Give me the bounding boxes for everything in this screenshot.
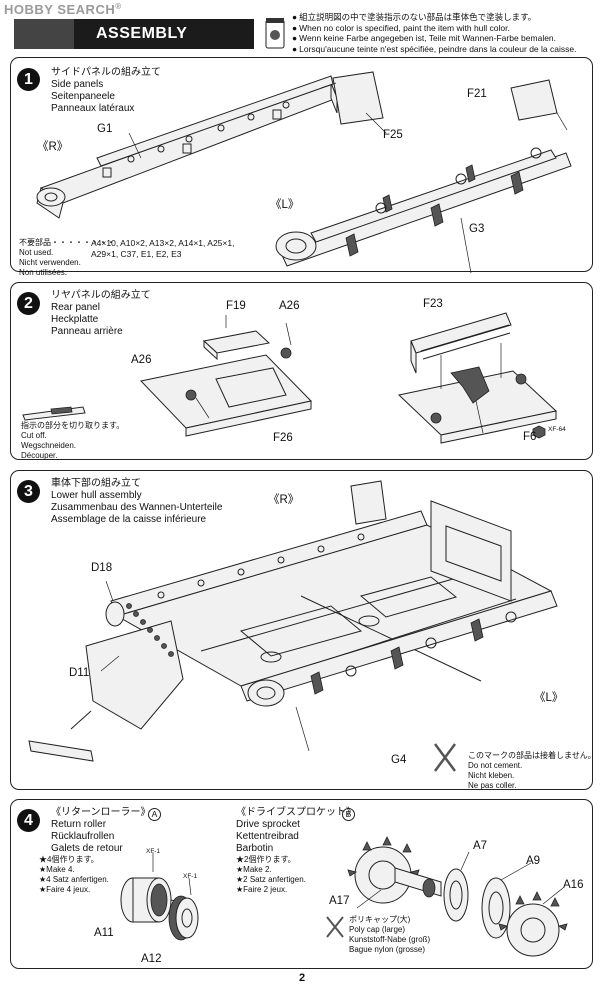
step-number: 4: [17, 809, 40, 832]
note-line: When no color is specified, paint the it…: [292, 23, 576, 34]
step-number: 2: [17, 292, 40, 315]
part-label-a12: A12: [141, 953, 162, 965]
paint-code-label: XF-1: [146, 848, 161, 855]
banner-stripe: [14, 19, 74, 49]
part-label-g1: G1: [97, 123, 113, 135]
part-label-a26: A26: [279, 300, 300, 312]
note-line: 組立説明図の中で塗装指示のない部品は車体色で塗装します。: [292, 12, 576, 23]
part-label-a7: A7: [473, 840, 488, 852]
part-label-d18: D18: [91, 562, 113, 574]
part-label-a11: A11: [94, 927, 114, 939]
side-panels-diagram: [36, 71, 572, 274]
paint-code-label: XF-64: [548, 426, 566, 433]
part-label-a16: A16: [563, 879, 584, 891]
wheels-diagram: [120, 836, 568, 957]
page-title: ASSEMBLY: [96, 25, 188, 42]
part-label-a9: A9: [526, 855, 541, 867]
note-line: Lorsqu'aucune teinte n'est spécifiée, pe…: [292, 44, 576, 55]
assembly-banner: ASSEMBLY: [14, 19, 254, 49]
page-number: 2: [298, 972, 306, 984]
hull-color-note: 組立説明図の中で塗装指示のない部品は車体色で塗装します。 When no col…: [292, 12, 576, 54]
left-side-label: 《L》: [534, 692, 564, 704]
no-cement-mark: [433, 743, 457, 772]
part-label-f19: F19: [226, 300, 246, 312]
lower-hull-diagram: [28, 480, 558, 772]
paint-can-icon: [265, 18, 285, 49]
part-label-d11: D11: [69, 667, 90, 679]
note-line: Wenn keine Farbe angegeben ist, Teile mi…: [292, 33, 576, 44]
drive-sprocket-title: 《ドライブスプロケット》Drive sprocket Kettentreibra…: [236, 807, 356, 854]
part-label-f6: F6: [523, 431, 537, 443]
not-used-parts: A4×10, A10×2, A13×2, A14×1, A25×1, A29×1…: [91, 238, 235, 259]
not-used-note: 不要部品・・・・・・・・ Not used. Nicht verwenden. …: [19, 238, 115, 277]
cut-off-note: 指示の部分を切り取ります。Cut off. Wegschneiden.Décou…: [21, 421, 125, 460]
part-label-f26: F26: [273, 432, 293, 444]
watermark-mark: ®: [115, 2, 122, 11]
watermark: HOBBY SEARCH®: [4, 2, 122, 17]
part-label-a17: A17: [329, 895, 350, 907]
right-side-label: 《R》: [37, 141, 69, 153]
poly-cap-note: ポリキャップ(大)Poly cap (large) Kunststoff-Nab…: [349, 915, 431, 954]
step-number: 1: [17, 68, 40, 91]
step-number: 3: [17, 480, 40, 503]
part-label-g4: G4: [391, 754, 407, 766]
left-side-label: 《L》: [270, 199, 300, 211]
paint-code-label: XF-1: [183, 873, 198, 880]
part-label-f25: F25: [383, 129, 403, 141]
rear-panel-diagram: [22, 312, 558, 444]
part-label-f23: F23: [423, 298, 443, 310]
make-count-a: ★4個作ります。★Make 4. ★4 Satz anfertigen.★Fai…: [39, 855, 109, 894]
step-4-panel: 4 《リターンローラー》Return roller Rücklaufrollen…: [10, 799, 593, 969]
right-side-label: 《R》: [268, 494, 300, 506]
part-label-a26: A26: [131, 354, 152, 366]
part-label-g3: G3: [469, 223, 485, 235]
sub-step-a-mark: A: [148, 808, 161, 821]
watermark-text: HOBBY SEARCH: [4, 2, 116, 17]
do-not-cement-note: このマークの部品は接着しません。Do not cement. Nicht kle…: [468, 751, 596, 790]
make-count-b: ★2個作ります。★Make 2. ★2 Satz anfertigen.★Fai…: [236, 855, 306, 894]
sub-step-b-mark: B: [342, 808, 355, 821]
part-label-f21: F21: [467, 88, 487, 100]
